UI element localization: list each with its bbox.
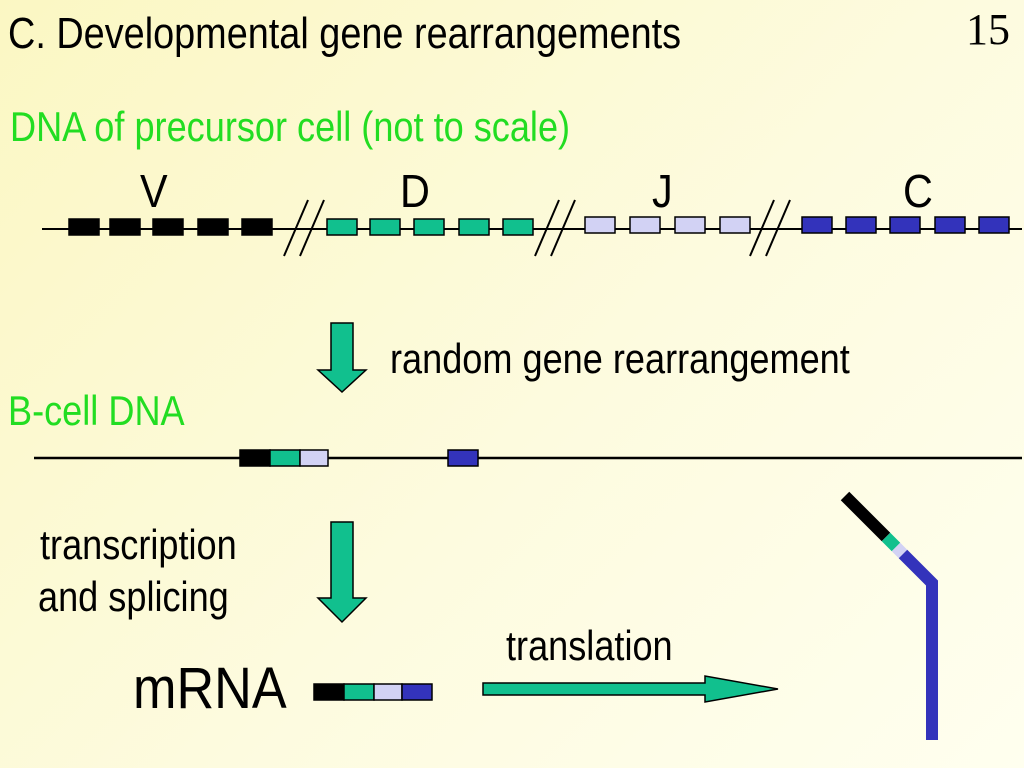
v-segment-label: V	[140, 165, 168, 217]
bcell-dna-heading: B-cell DNA	[8, 387, 185, 434]
slide-title: C. Developmental gene rearrangements	[8, 9, 682, 58]
rearrangement-label: random gene rearrangement	[390, 335, 850, 382]
c-segment	[401, 683, 433, 701]
double-slash-icon	[283, 199, 325, 257]
d-segment	[343, 683, 375, 701]
c-segment-label: C	[903, 165, 933, 217]
c-segments	[801, 216, 1010, 234]
j-segment	[584, 216, 616, 234]
v-segments	[68, 218, 273, 236]
double-slash-icon	[534, 199, 576, 257]
precursor-dna-heading: DNA of precursor cell (not to scale)	[10, 103, 571, 150]
c-segment	[978, 216, 1010, 234]
d-segment-label: D	[400, 165, 430, 217]
chain-c-region	[898, 549, 938, 740]
d-segment	[369, 218, 401, 236]
j-segments	[584, 216, 751, 234]
chain-v-region	[840, 491, 891, 542]
v-segment	[197, 218, 229, 236]
mrna-label: mRNA	[133, 656, 287, 721]
v-segment	[313, 683, 345, 701]
splicing-label: and splicing	[38, 573, 229, 620]
mrna-strand	[313, 683, 433, 701]
d-segment	[269, 449, 301, 467]
v-segment	[239, 449, 271, 467]
v-segment	[109, 218, 141, 236]
c-segment	[447, 449, 479, 467]
j-segment	[373, 683, 403, 701]
j-segment	[299, 449, 329, 467]
c-segment	[845, 216, 877, 234]
down-arrow-icon	[316, 521, 368, 624]
d-segment	[502, 218, 534, 236]
translation-label: translation	[506, 622, 673, 669]
precursor-dna-strand	[42, 199, 1022, 257]
chain-d-region	[881, 532, 901, 552]
page-number: 15	[966, 5, 1010, 54]
j-segment-label: J	[652, 165, 673, 217]
double-slash-icon	[749, 199, 791, 257]
c-segment	[801, 216, 833, 234]
d-segment	[326, 218, 358, 236]
j-segment	[629, 216, 661, 234]
v-segment	[68, 218, 100, 236]
right-arrow-icon	[482, 675, 779, 703]
d-segment	[458, 218, 490, 236]
down-arrow-icon	[316, 322, 368, 394]
antibody-chain	[840, 491, 938, 740]
v-segment	[152, 218, 184, 236]
j-segment	[674, 216, 706, 234]
transcription-label: transcription	[40, 521, 237, 568]
j-segment	[719, 216, 751, 234]
v-segment	[241, 218, 273, 236]
c-segment	[934, 216, 966, 234]
chain-j-region	[891, 542, 908, 559]
d-segments	[326, 218, 534, 236]
bcell-dna-strand	[34, 449, 1022, 467]
d-segment	[413, 218, 445, 236]
c-segment	[889, 216, 921, 234]
